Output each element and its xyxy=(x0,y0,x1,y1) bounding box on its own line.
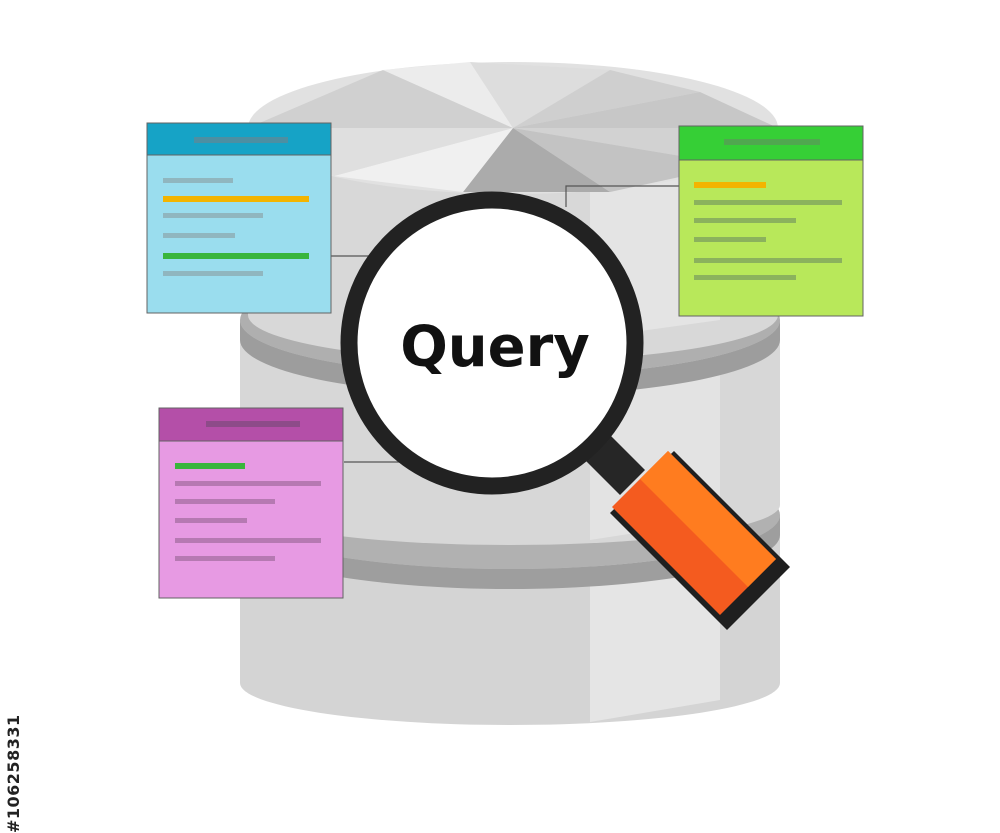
stock-id-label: #106258331 xyxy=(4,714,23,833)
query-label: Query xyxy=(400,315,590,380)
green-note-card xyxy=(678,125,864,317)
connector-lines xyxy=(331,185,679,463)
magnifying-glass-icon: Query xyxy=(340,191,790,630)
pink-note-card xyxy=(158,407,344,599)
blue-note-card xyxy=(146,122,332,314)
